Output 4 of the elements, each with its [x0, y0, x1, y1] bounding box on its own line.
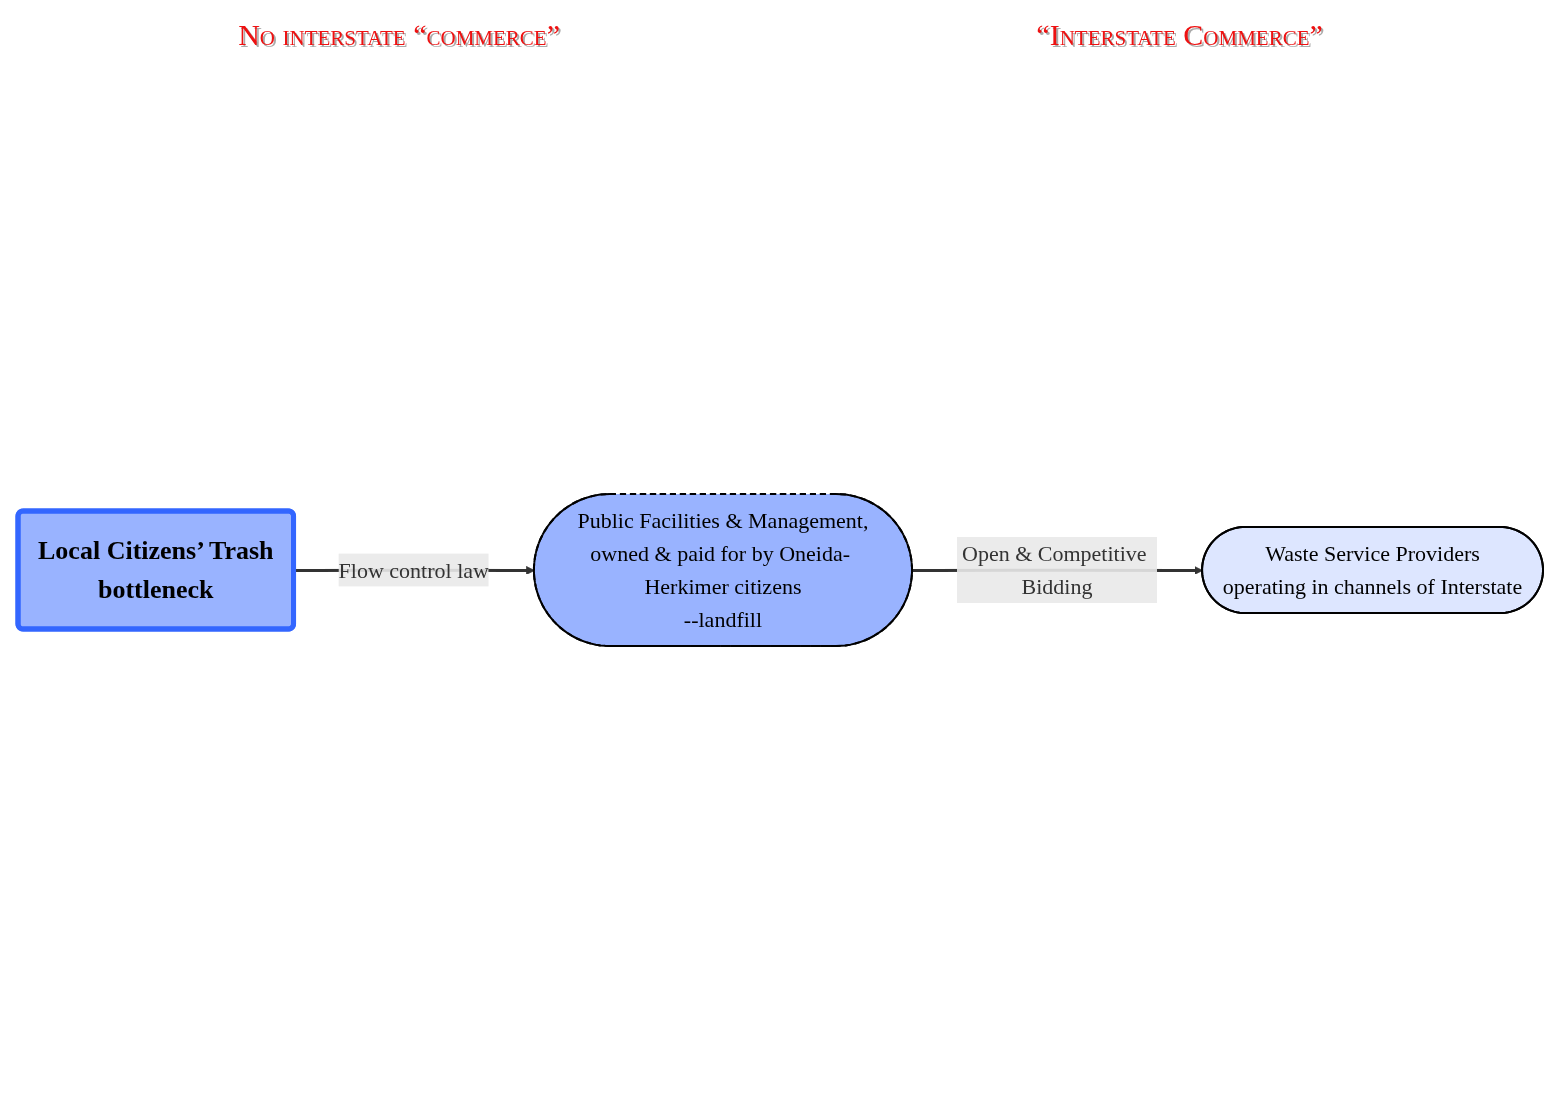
- edge-label: Flow control law: [338, 557, 489, 583]
- note-text: No interstate “commerce”: [238, 18, 560, 52]
- note-text: “Interstate Commerce”: [1036, 18, 1323, 52]
- edge-label: Open & Competitive Bidding: [961, 540, 1147, 600]
